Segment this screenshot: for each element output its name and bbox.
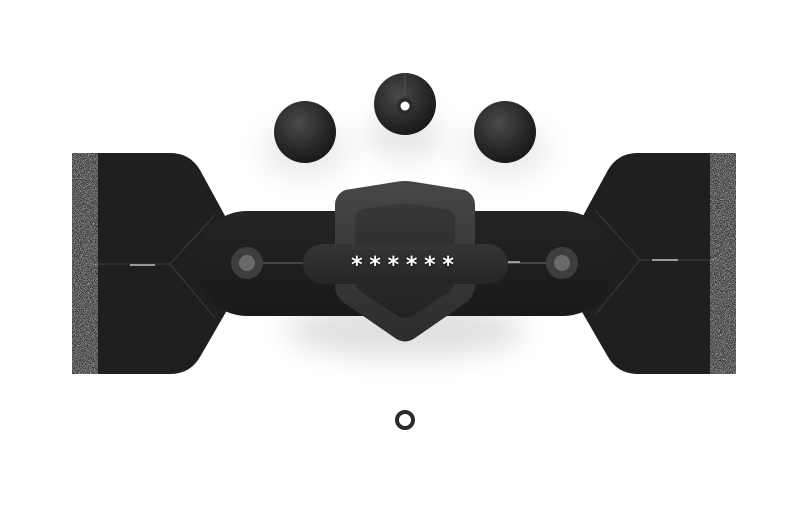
left-knob[interactable]	[274, 101, 336, 163]
left-connector-node[interactable]	[231, 247, 263, 279]
status-ring-indicator[interactable]	[395, 410, 415, 430]
right-wing	[578, 153, 736, 374]
center-knob[interactable]	[374, 73, 436, 135]
right-connector-node[interactable]	[546, 247, 578, 279]
left-wing	[72, 153, 230, 374]
password-field-bg	[303, 244, 508, 284]
right-knob[interactable]	[474, 101, 536, 163]
